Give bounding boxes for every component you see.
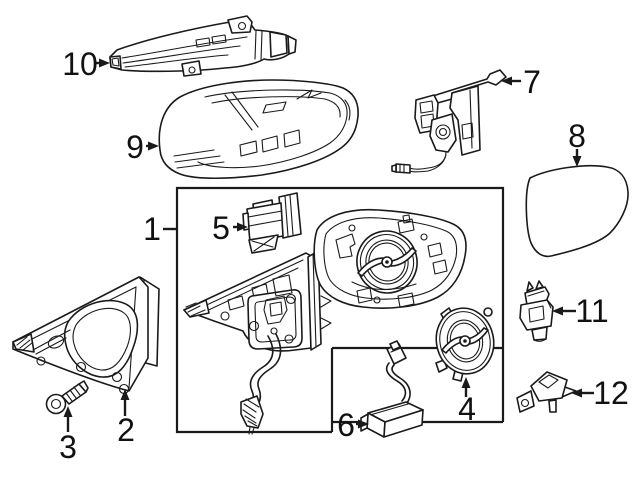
callout-4: 4	[458, 377, 476, 427]
callout-11: 11	[552, 293, 609, 329]
mirror-housing-cover-drawing	[158, 79, 359, 180]
callout-3-label: 3	[59, 429, 77, 465]
speaker-drawing	[435, 307, 495, 382]
callout-4-label: 4	[458, 391, 476, 427]
callout-8-label: 8	[568, 118, 586, 154]
control-module-drawing	[360, 340, 424, 438]
callout-10: 10	[62, 46, 110, 82]
callout-1-label: 1	[143, 211, 161, 247]
callout-6: 6	[337, 407, 369, 443]
callout-5-label: 5	[212, 210, 230, 246]
callout-11-label: 11	[575, 293, 608, 329]
bracket-clip-drawing	[516, 371, 577, 413]
callouts: 1 2 3 4 5 6 7 8	[59, 46, 629, 465]
mirror-assembly-drawing	[183, 208, 467, 435]
callout-2: 2	[117, 389, 135, 448]
mounting-bracket-drawing	[391, 69, 507, 174]
callout-8: 8	[568, 118, 586, 167]
mirror-glass-drawing	[525, 164, 629, 258]
callout-6-label: 6	[337, 407, 355, 443]
corner-trim-cover-drawing	[12, 276, 160, 395]
callout-9-label: 9	[126, 129, 144, 165]
callout-5: 5	[212, 210, 248, 246]
camera-module-drawing	[242, 192, 302, 254]
callout-7: 7	[501, 64, 541, 100]
turn-signal-lamp-drawing	[109, 15, 297, 77]
actuator-motor-drawing	[519, 280, 554, 342]
screw-drawing	[45, 380, 89, 415]
callout-3: 3	[59, 406, 77, 465]
callout-7-label: 7	[523, 64, 541, 100]
callout-9: 9	[126, 129, 159, 165]
callout-2-label: 2	[117, 412, 135, 448]
callout-1: 1	[143, 211, 176, 247]
callout-12-label: 12	[593, 375, 629, 411]
callout-12: 12	[571, 375, 629, 411]
callout-10-label: 10	[62, 46, 98, 82]
